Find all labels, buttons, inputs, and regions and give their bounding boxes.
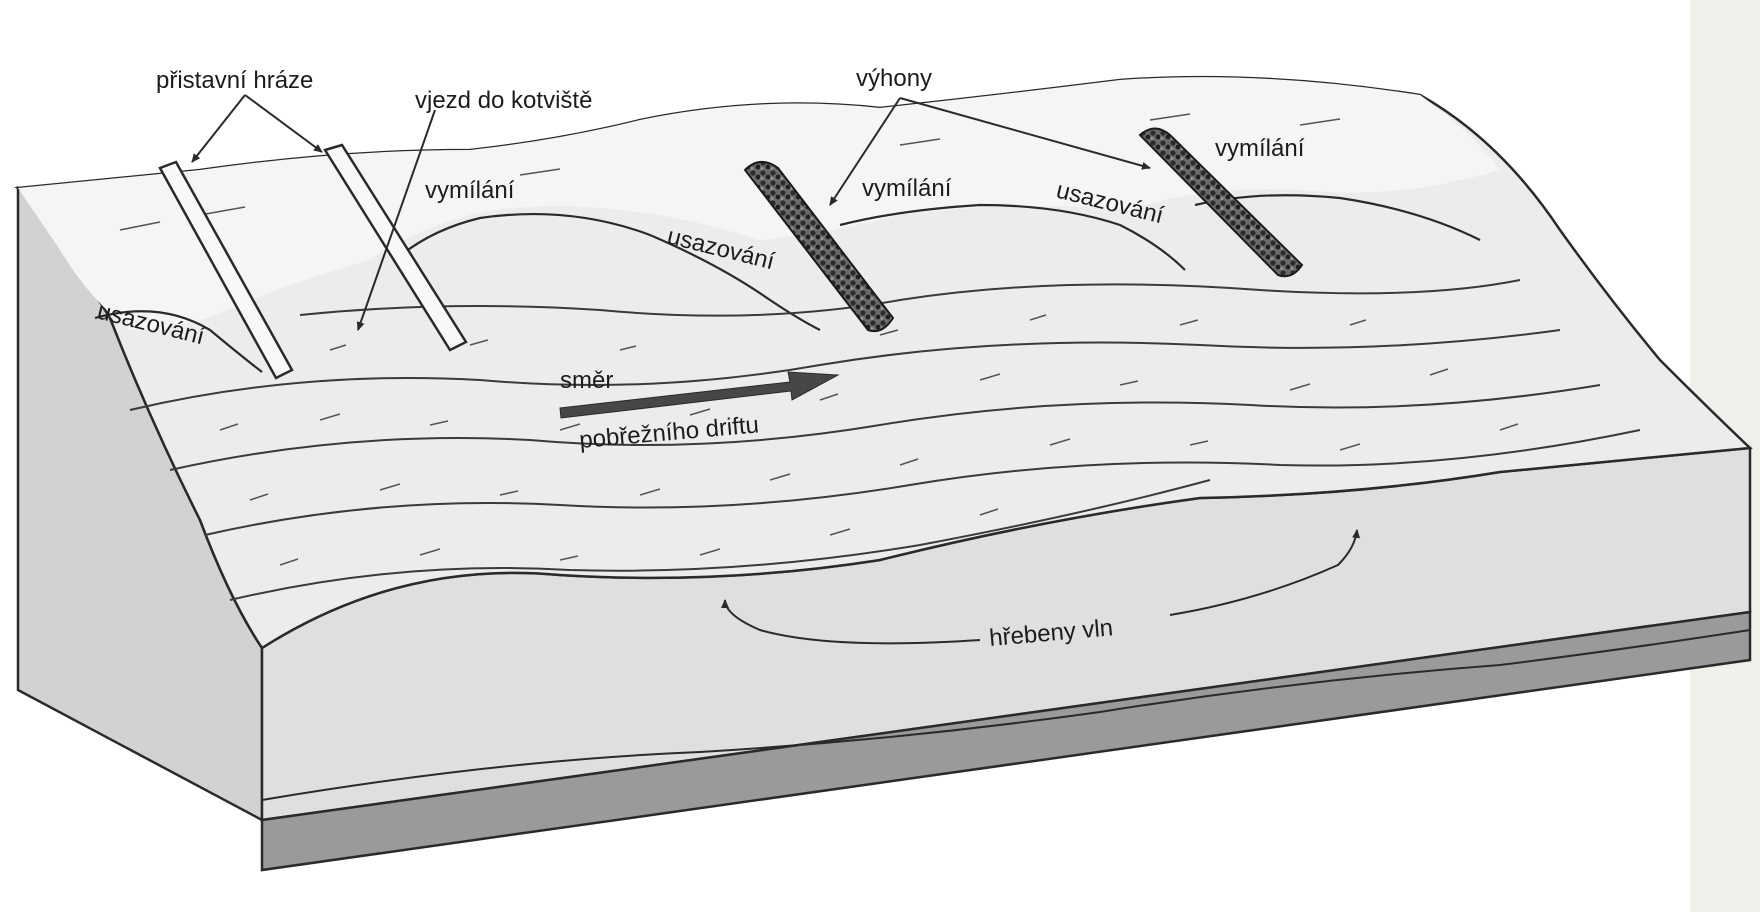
label-drift-line1: směr — [560, 367, 613, 394]
label-erosion-right: vymílání — [1215, 135, 1305, 162]
label-anchorage-entrance: vjezd do kotviště — [415, 87, 592, 114]
label-erosion-center: vymílání — [425, 177, 515, 204]
label-harbor-jetties: přistavní hráze — [156, 67, 313, 94]
label-erosion-mid: vymílání — [862, 175, 952, 202]
label-groynes: výhony — [856, 65, 932, 92]
